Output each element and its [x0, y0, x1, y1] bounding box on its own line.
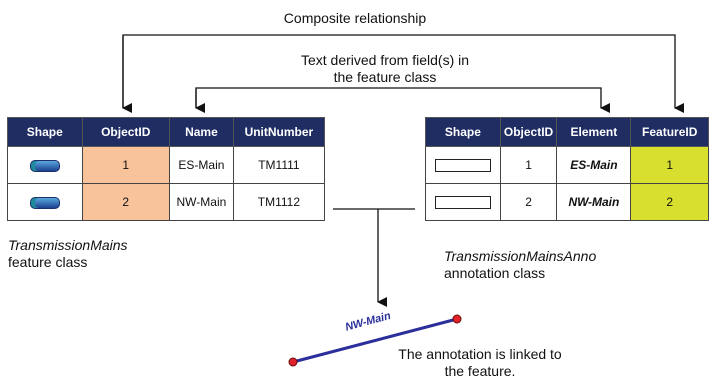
unitnumber-cell: TM1111 — [232, 146, 326, 184]
column-header-featureid: FeatureID — [630, 117, 709, 147]
table-row: 1 ES-Main TM1111 — [7, 146, 326, 184]
annotation-shape-icon — [434, 196, 491, 210]
column-header-element: Element — [556, 117, 632, 147]
table-header-row: Shape ObjectID Name UnitNumber — [7, 117, 326, 147]
feature-class-table: Shape ObjectID Name UnitNumber 1 ES-Main… — [7, 117, 326, 221]
text-derived-line — [195, 87, 610, 113]
table-row: 2 NW-Main 2 — [425, 183, 709, 221]
shape-cell — [7, 146, 83, 184]
map-feature-line — [292, 317, 458, 364]
element-cell: ES-Main — [556, 146, 632, 184]
table-header-row: Shape ObjectID Element FeatureID — [425, 117, 709, 147]
map-feature-endpoint — [452, 314, 462, 324]
element-cell: NW-Main — [556, 183, 632, 221]
unitnumber-cell: TM1112 — [232, 183, 326, 221]
column-header-shape: Shape — [425, 117, 501, 147]
table-row: 2 NW-Main TM1112 — [7, 183, 326, 221]
annotation-shape-icon — [434, 159, 491, 173]
annotation-linked-line2: the feature. — [444, 363, 516, 379]
name-cell: ES-Main — [169, 146, 234, 184]
text-derived-label: Text derived from field(s) in the featur… — [260, 52, 510, 86]
featureid-cell: 1 — [630, 146, 709, 184]
annotation-linked-line1: The annotation is linked to — [398, 346, 562, 362]
annotation-class-caption: TransmissionMainsAnno annotation class — [444, 248, 596, 282]
column-header-unitnumber: UnitNumber — [232, 117, 326, 147]
shape-cell — [425, 146, 501, 184]
name-cell: NW-Main — [169, 183, 234, 221]
objectid-cell: 2 — [499, 183, 558, 221]
column-header-objectid: ObjectID — [499, 117, 558, 147]
annotation-class-type: annotation class — [444, 265, 546, 281]
line-feature-icon — [29, 196, 60, 209]
shape-cell — [7, 183, 83, 221]
text-derived-line1: Text derived from field(s) in — [300, 52, 470, 68]
annotation-class-table: Shape ObjectID Element FeatureID 1 ES-Ma… — [425, 117, 709, 221]
feature-class-caption: TransmissionMains feature class — [8, 237, 128, 271]
table-row: 1 ES-Main 1 — [425, 146, 709, 184]
annotation-class-name: TransmissionMainsAnno — [444, 248, 597, 264]
feature-class-type: feature class — [8, 254, 88, 270]
objectid-cell: 1 — [499, 146, 558, 184]
column-header-shape: Shape — [7, 117, 83, 147]
shape-cell — [425, 183, 501, 221]
column-header-objectid: ObjectID — [81, 117, 171, 147]
annotation-linked-caption: The annotation is linked to the feature. — [365, 346, 595, 380]
objectid-cell: 1 — [81, 146, 171, 184]
composite-relationship-label: Composite relationship — [283, 10, 427, 26]
feature-class-name: TransmissionMains — [8, 237, 128, 253]
featureid-cell: 2 — [630, 183, 709, 221]
map-feature-endpoint — [288, 357, 298, 367]
column-header-name: Name — [169, 117, 234, 147]
line-feature-icon — [29, 159, 60, 172]
objectid-cell: 2 — [81, 183, 171, 221]
text-derived-line2: the feature class — [333, 69, 437, 85]
